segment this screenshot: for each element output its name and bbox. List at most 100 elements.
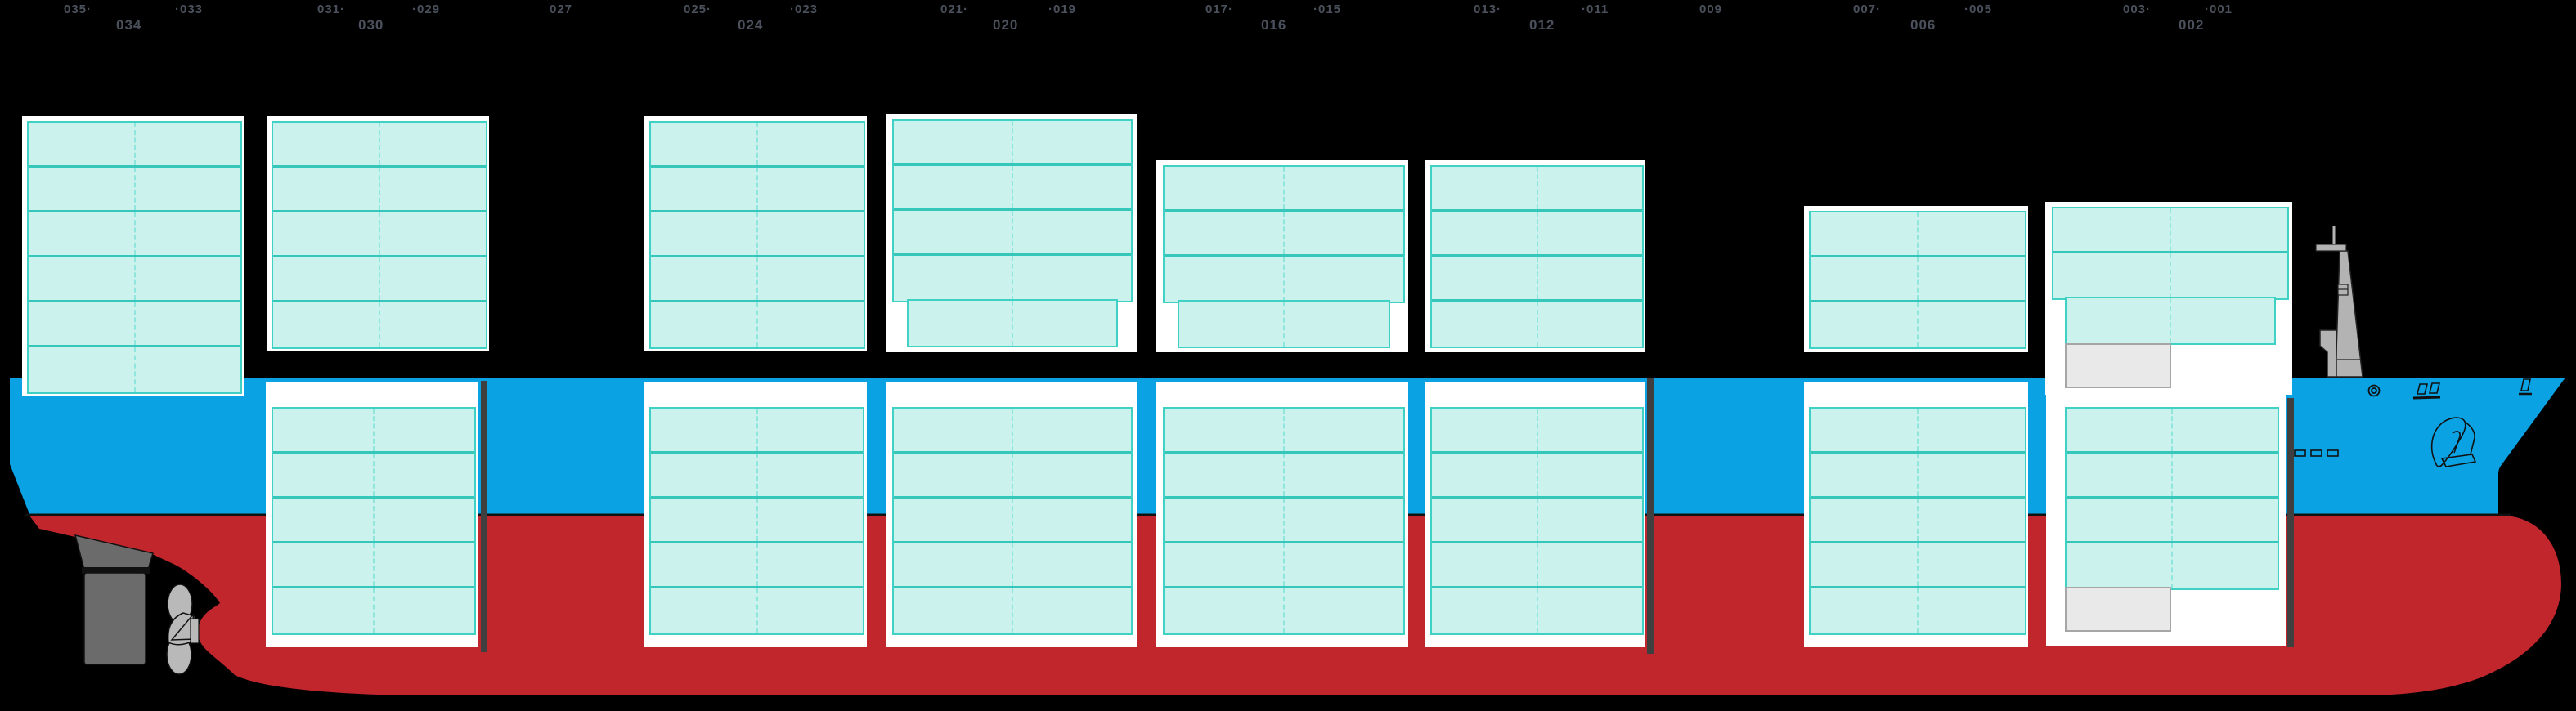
container-cell[interactable] bbox=[2170, 253, 2287, 298]
container-cell[interactable] bbox=[273, 409, 373, 451]
container-cell[interactable] bbox=[1432, 543, 1537, 586]
container-cell[interactable] bbox=[756, 123, 864, 165]
container-cell[interactable] bbox=[756, 409, 863, 451]
container-cell[interactable] bbox=[1012, 166, 1131, 208]
container-cell[interactable] bbox=[1283, 409, 1403, 451]
container-cell[interactable] bbox=[1283, 302, 1389, 347]
container-cell[interactable] bbox=[1012, 256, 1131, 301]
container-cell[interactable] bbox=[2171, 454, 2278, 496]
container-cell[interactable] bbox=[894, 211, 1012, 253]
container-cell[interactable] bbox=[1917, 409, 2025, 451]
container-cell[interactable] bbox=[1012, 409, 1131, 451]
container-cell[interactable] bbox=[1432, 302, 1537, 347]
container-cell[interactable] bbox=[894, 166, 1012, 208]
container-cell[interactable] bbox=[1283, 212, 1403, 254]
container-cell[interactable] bbox=[273, 168, 379, 210]
container-cell[interactable] bbox=[29, 302, 134, 345]
container-cell[interactable] bbox=[756, 302, 864, 347]
container-cell[interactable] bbox=[1283, 499, 1403, 541]
container-cell[interactable] bbox=[1917, 588, 2025, 633]
container-cell[interactable] bbox=[2171, 409, 2278, 451]
container-cell[interactable] bbox=[894, 409, 1012, 451]
container-cell[interactable] bbox=[1917, 302, 2025, 347]
container-cell[interactable] bbox=[1536, 409, 1642, 451]
container-cell[interactable] bbox=[894, 588, 1012, 633]
container-cell[interactable] bbox=[1165, 167, 1283, 209]
container-cell[interactable] bbox=[273, 257, 379, 300]
container-cell[interactable] bbox=[1012, 588, 1131, 633]
container-cell[interactable] bbox=[29, 168, 134, 210]
container-cell[interactable] bbox=[133, 257, 240, 300]
container-cell[interactable] bbox=[756, 257, 864, 300]
empty-slot-cell[interactable] bbox=[2065, 587, 2171, 632]
container-cell[interactable] bbox=[651, 123, 756, 165]
container-cell[interactable] bbox=[1165, 543, 1283, 586]
container-cell[interactable] bbox=[1917, 257, 2025, 300]
container-cell[interactable] bbox=[1179, 302, 1283, 347]
empty-slot-cell[interactable] bbox=[2065, 343, 2171, 388]
container-cell[interactable] bbox=[379, 257, 486, 300]
container-cell[interactable] bbox=[1165, 409, 1283, 451]
container-cell[interactable] bbox=[2171, 543, 2278, 588]
container-cell[interactable] bbox=[1917, 543, 2025, 586]
container-cell[interactable] bbox=[29, 347, 134, 392]
container-cell[interactable] bbox=[2067, 409, 2171, 451]
container-cell[interactable] bbox=[1165, 588, 1283, 633]
container-cell[interactable] bbox=[1811, 302, 1917, 347]
container-cell[interactable] bbox=[756, 588, 863, 633]
container-cell[interactable] bbox=[1536, 257, 1642, 299]
container-cell[interactable] bbox=[1811, 257, 1917, 300]
container-cell[interactable] bbox=[1536, 212, 1642, 254]
container-cell[interactable] bbox=[373, 499, 474, 541]
container-cell[interactable] bbox=[273, 543, 373, 586]
container-cell[interactable] bbox=[1012, 454, 1131, 496]
container-cell[interactable] bbox=[373, 409, 474, 451]
container-cell[interactable] bbox=[651, 588, 756, 633]
container-cell[interactable] bbox=[1536, 167, 1642, 209]
container-cell[interactable] bbox=[379, 123, 486, 165]
container-cell[interactable] bbox=[1811, 499, 1917, 541]
container-cell[interactable] bbox=[379, 302, 486, 347]
container-cell[interactable] bbox=[373, 454, 474, 496]
container-cell[interactable] bbox=[894, 121, 1012, 163]
container-cell[interactable] bbox=[1165, 212, 1283, 254]
container-cell[interactable] bbox=[909, 301, 1012, 346]
container-cell[interactable] bbox=[2053, 208, 2170, 251]
container-cell[interactable] bbox=[133, 168, 240, 210]
container-cell[interactable] bbox=[2067, 543, 2171, 588]
container-cell[interactable] bbox=[651, 454, 756, 496]
container-cell[interactable] bbox=[29, 123, 134, 165]
container-cell[interactable] bbox=[2170, 208, 2287, 251]
container-cell[interactable] bbox=[756, 499, 863, 541]
container-cell[interactable] bbox=[273, 454, 373, 496]
container-cell[interactable] bbox=[894, 543, 1012, 586]
container-cell[interactable] bbox=[1283, 454, 1403, 496]
container-cell[interactable] bbox=[1165, 499, 1283, 541]
container-cell[interactable] bbox=[379, 212, 486, 255]
container-cell[interactable] bbox=[1432, 454, 1537, 496]
container-cell[interactable] bbox=[1283, 543, 1403, 586]
container-cell[interactable] bbox=[1012, 211, 1131, 253]
container-cell[interactable] bbox=[373, 543, 474, 586]
container-cell[interactable] bbox=[756, 168, 864, 210]
container-cell[interactable] bbox=[1536, 543, 1642, 586]
container-cell[interactable] bbox=[1012, 121, 1131, 163]
container-cell[interactable] bbox=[651, 543, 756, 586]
container-cell[interactable] bbox=[379, 168, 486, 210]
container-cell[interactable] bbox=[2170, 298, 2274, 343]
container-cell[interactable] bbox=[2171, 499, 2278, 541]
container-cell[interactable] bbox=[1283, 257, 1403, 302]
container-cell[interactable] bbox=[894, 454, 1012, 496]
container-cell[interactable] bbox=[756, 212, 864, 255]
container-cell[interactable] bbox=[1536, 454, 1642, 496]
container-cell[interactable] bbox=[651, 499, 756, 541]
container-cell[interactable] bbox=[651, 168, 756, 210]
container-cell[interactable] bbox=[1165, 257, 1283, 302]
container-cell[interactable] bbox=[1811, 212, 1917, 255]
container-cell[interactable] bbox=[651, 257, 756, 300]
container-cell[interactable] bbox=[1432, 167, 1537, 209]
container-cell[interactable] bbox=[2067, 454, 2171, 496]
container-cell[interactable] bbox=[756, 543, 863, 586]
container-cell[interactable] bbox=[651, 302, 756, 347]
container-cell[interactable] bbox=[273, 588, 373, 633]
